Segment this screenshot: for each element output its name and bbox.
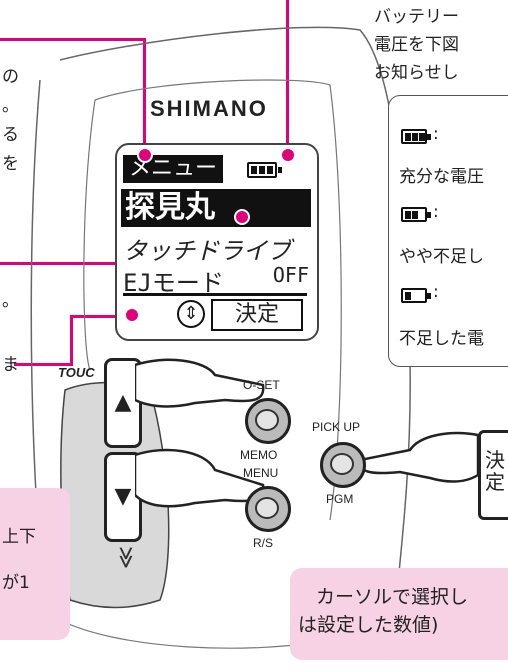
left-fragment-1: の <box>2 67 19 87</box>
note-left-line1: 上下 <box>2 527 36 547</box>
note-right-line2: は設定した数値) <box>298 614 439 636</box>
menu-rs-button[interactable] <box>245 486 291 532</box>
down-arrow-icon: ▼ <box>114 484 132 509</box>
scroll-chevrons-icon: ≫ <box>113 545 139 570</box>
oset-label: O-SET <box>243 378 280 392</box>
battery-low-icon <box>401 288 431 303</box>
side-confirm-key[interactable]: 決定 <box>478 430 508 520</box>
battery-full-icon <box>401 129 431 144</box>
left-fragment-2: 。 <box>2 96 19 116</box>
battery-mid-text: やや不足し <box>399 247 484 267</box>
oset-memo-button[interactable] <box>245 398 291 444</box>
lcd-confirm-button[interactable]: 決定 <box>211 299 303 331</box>
hand-upper-icon <box>135 358 265 408</box>
right-heading-line3: お知らせし <box>374 63 459 83</box>
callout-dot-item <box>234 209 250 225</box>
battery-full-colon: : <box>433 124 439 144</box>
battery-full-text: 充分な電圧 <box>399 167 484 187</box>
lcd-updown-icon: ⇕ <box>177 300 205 328</box>
battery-mid-colon: : <box>433 202 439 222</box>
left-fragment-6: ま <box>2 355 19 375</box>
touch-label: TOUC <box>58 365 95 380</box>
lcd-ej-mode-value: OFF <box>272 263 309 287</box>
battery-mid-icon <box>401 207 431 222</box>
up-arrow-icon: ▲ <box>114 390 132 415</box>
callout-line-lower-left <box>14 363 72 366</box>
lcd-item-selected[interactable]: 探見丸 <box>121 189 311 227</box>
callout-dot-battery <box>280 147 296 163</box>
note-left-line2: が1 <box>2 573 30 593</box>
right-heading-line2: 電圧を下図 <box>374 35 459 55</box>
battery-low-text: 不足した電 <box>399 329 484 349</box>
callout-line-lower-horizontal <box>70 315 134 318</box>
lcd-screen: メニュー 探見丸 タッチドライブ EJモード OFF ⇕ 決定 <box>115 143 319 341</box>
pickup-label: PICK UP <box>312 420 361 434</box>
lcd-item-ej-mode[interactable]: EJモード OFF <box>123 263 309 297</box>
left-fragment-5: 。 <box>2 291 19 311</box>
note-box-left: 上下 が1 <box>0 488 70 640</box>
lcd-battery-icon <box>247 162 282 178</box>
battery-legend-panel: : 充分な電圧 : やや不足し : 不足した電 <box>388 95 508 367</box>
callout-line-lower-vertical <box>70 316 73 366</box>
pgm-label: PGM <box>326 492 354 506</box>
memo-label: MEMO <box>240 448 278 462</box>
callout-dot-menu <box>137 147 153 163</box>
right-heading-line1: バッテリー <box>374 7 459 27</box>
pickup-pgm-button[interactable] <box>320 442 366 488</box>
brand-logo: SHIMANO <box>150 96 268 121</box>
left-fragment-4: を <box>2 154 19 174</box>
lcd-item-touchdrive[interactable]: タッチドライブ <box>123 237 291 265</box>
rs-label: R/S <box>253 536 274 550</box>
callout-dot-updown <box>124 307 140 323</box>
callout-line-top-vertical <box>286 0 289 152</box>
hand-right-icon <box>360 431 480 483</box>
menu-label: MENU <box>243 466 279 480</box>
note-box-right: カーソルで選択し は設定した数値) <box>290 568 508 660</box>
battery-low-colon: : <box>433 282 439 302</box>
callout-line-menu-vertical <box>143 38 146 156</box>
left-fragment-3: る <box>2 125 19 145</box>
lcd-divider <box>123 293 307 296</box>
note-right-line1: カーソルで選択し <box>316 586 469 608</box>
callout-line-menu-horizontal <box>0 38 146 41</box>
